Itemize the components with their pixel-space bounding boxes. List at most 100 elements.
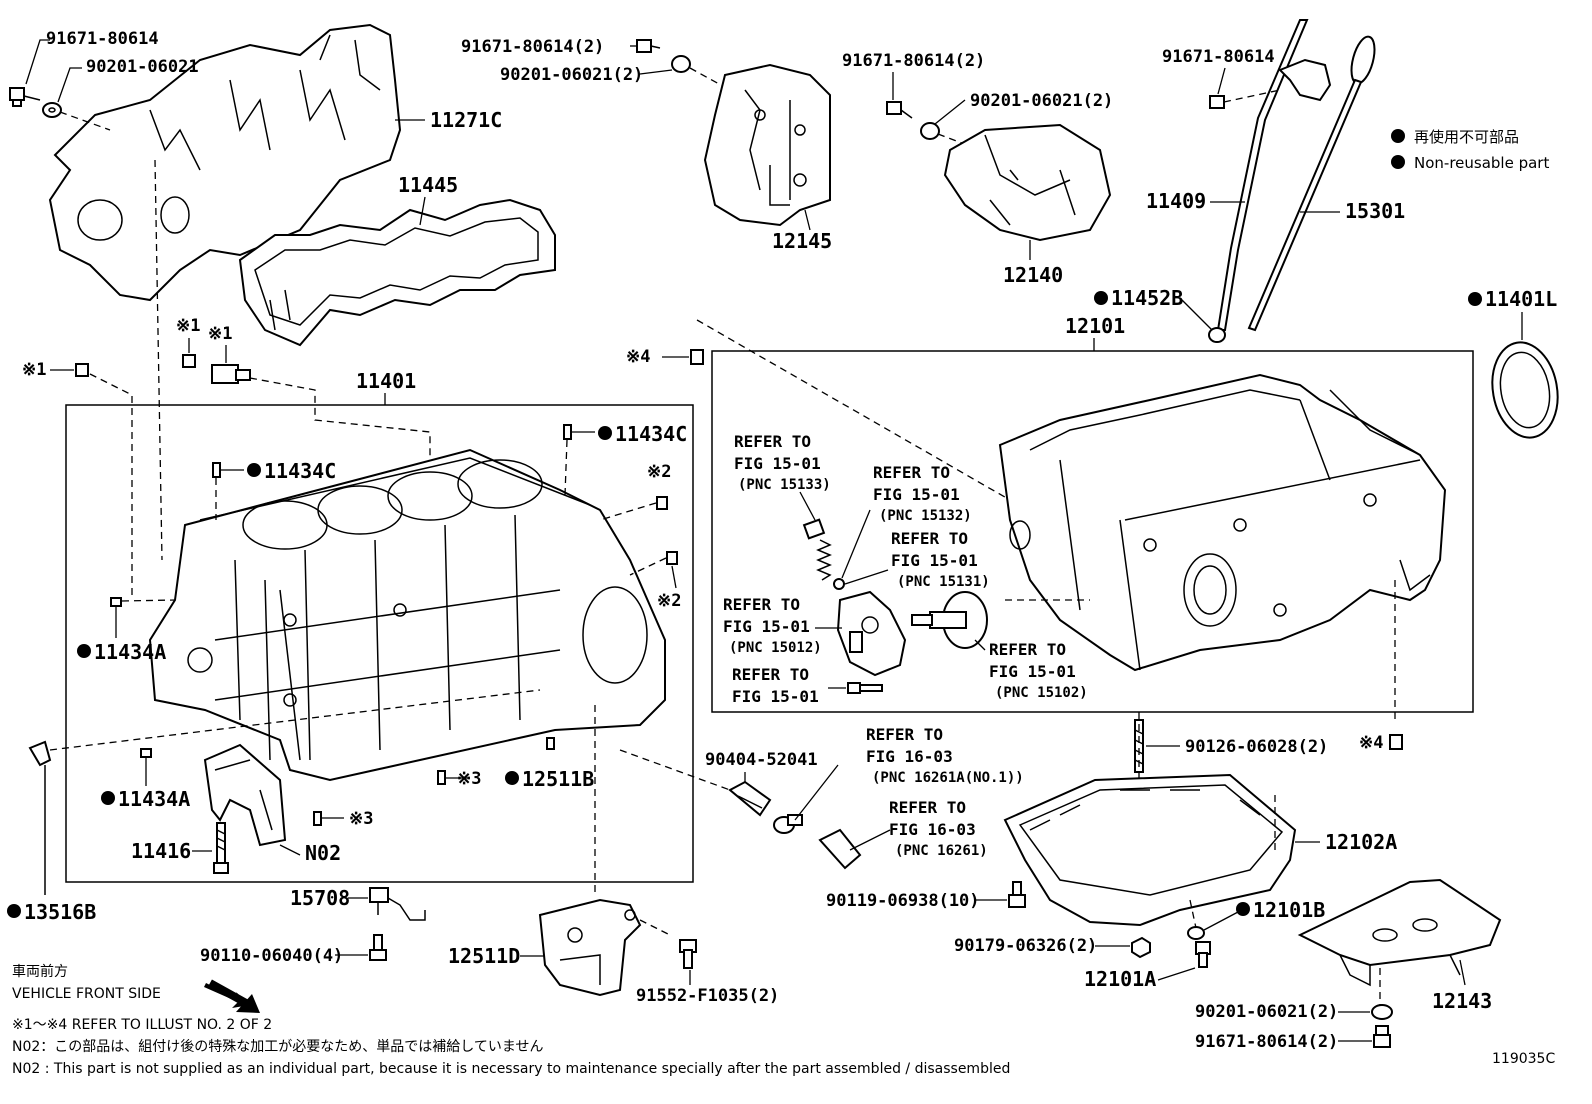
ref-15132: REFER TO FIG 15-01 (PNC 15132) bbox=[873, 463, 972, 524]
front-direction-arrow-icon bbox=[204, 979, 260, 1013]
non-reusable-dot-icon bbox=[505, 771, 519, 785]
svg-text:FIG 15-01: FIG 15-01 bbox=[734, 454, 821, 473]
mark4-a: ※4 bbox=[626, 347, 650, 367]
non-reusable-dot-icon bbox=[1468, 292, 1482, 306]
cylinder-block-11401 bbox=[148, 448, 666, 782]
washer-90201-06021-2-c bbox=[1371, 1004, 1393, 1020]
non-reusable-dot-icon bbox=[7, 904, 21, 918]
label-15301: 15301 bbox=[1345, 199, 1405, 223]
ref-16261A: REFER TO FIG 16-03 (PNC 16261A(NO.1)) bbox=[866, 725, 1024, 786]
cylinder-block-frame bbox=[65, 404, 694, 883]
svg-text:REFER TO: REFER TO bbox=[734, 432, 811, 451]
pin-mark3-b bbox=[313, 811, 322, 826]
svg-text:REFER TO: REFER TO bbox=[732, 665, 809, 684]
label-N02: N02 bbox=[305, 841, 341, 865]
bolt-mark1-c bbox=[50, 363, 89, 377]
label-11452B: 11452B bbox=[1111, 286, 1183, 310]
label-90201-06021: 90201-06021 bbox=[86, 57, 199, 77]
bolt-91671-80614-2-b bbox=[886, 101, 913, 119]
ref-15131: REFER TO FIG 15-01 (PNC 15131) bbox=[891, 529, 990, 590]
label-12101A: 12101A bbox=[1084, 967, 1156, 991]
label-91671-80614-2-a: 91671-80614(2) bbox=[461, 37, 604, 57]
legend-jp: 再使用不可部品 bbox=[1414, 128, 1519, 146]
svg-text:(PNC 16261): (PNC 16261) bbox=[895, 843, 988, 859]
label-11271C: 11271C bbox=[430, 108, 502, 132]
bolt-90110-06040 bbox=[369, 934, 387, 961]
figure-code: 119035C bbox=[1492, 1051, 1555, 1067]
ref-15-01: REFER TO FIG 15-01 bbox=[732, 665, 819, 706]
svg-text:FIG 15-01: FIG 15-01 bbox=[873, 485, 960, 504]
oil-seal-11401L bbox=[1491, 341, 1559, 439]
svg-text:(PNC 15012): (PNC 15012) bbox=[729, 640, 822, 656]
refer-illust-note: ※1～※4 REFER TO ILLUST NO. 2 OF 2 bbox=[12, 1017, 272, 1033]
bolt-11416 bbox=[213, 822, 229, 874]
non-reusable-dot-icon bbox=[77, 644, 91, 658]
non-reusable-dot-icon bbox=[1094, 291, 1108, 305]
label-12101B: 12101B bbox=[1253, 898, 1325, 922]
non-reusable-dot-icon bbox=[1391, 155, 1405, 169]
label-12511D: 12511D bbox=[448, 944, 520, 968]
oil-pan-frame bbox=[711, 350, 1474, 713]
mark3-a: ※3 bbox=[457, 769, 481, 789]
n02-note-en: N02 : This part is not supplied as an in… bbox=[12, 1061, 1010, 1077]
plug-11434A-a bbox=[110, 597, 122, 607]
relief-valve-plug bbox=[802, 518, 826, 540]
label-11401: 11401 bbox=[356, 369, 416, 393]
label-11401L: 11401L bbox=[1485, 287, 1557, 311]
svg-text:FIG 15-01: FIG 15-01 bbox=[732, 687, 819, 706]
oil-pump-rotor bbox=[911, 591, 988, 649]
label-13516B: 13516B bbox=[24, 900, 96, 924]
pin-mark2-a bbox=[656, 496, 668, 510]
svg-text:(PNC 15133): (PNC 15133) bbox=[738, 477, 831, 493]
washer-90201-06021-2-b bbox=[920, 122, 940, 140]
label-90179-06326: 90179-06326(2) bbox=[954, 936, 1097, 956]
label-12102A: 12102A bbox=[1325, 830, 1397, 854]
label-15708: 15708 bbox=[290, 886, 350, 910]
label-90201-06021-2-c: 90201-06021(2) bbox=[1195, 1002, 1338, 1022]
relief-spring bbox=[816, 539, 832, 581]
oil-pan-12101 bbox=[998, 373, 1447, 672]
nut-90179-06326 bbox=[1131, 936, 1151, 959]
plug-11434A-b bbox=[140, 748, 152, 758]
label-90201-06021-2-b: 90201-06021(2) bbox=[970, 91, 1113, 111]
oil-dipstick-15301 bbox=[1247, 35, 1376, 332]
bolt-91671-80614 bbox=[9, 87, 41, 107]
svg-text:REFER TO: REFER TO bbox=[866, 725, 943, 744]
non-reusable-dot-icon bbox=[598, 426, 612, 440]
label-91671-80614-2-b: 91671-80614(2) bbox=[842, 51, 985, 71]
pin-mark3-a bbox=[437, 770, 446, 785]
intake-manifold-11271C bbox=[48, 23, 402, 302]
mark1-a: ※1 bbox=[176, 316, 200, 336]
bolt-91671-80614-2-a bbox=[636, 39, 661, 53]
pin-mark2-b bbox=[666, 551, 678, 565]
small-bolt-15-01 bbox=[847, 682, 883, 694]
washer-90201-06021 bbox=[42, 102, 62, 118]
label-90404-52041: 90404-52041 bbox=[705, 750, 818, 770]
hose-pipe bbox=[818, 828, 862, 870]
legend-en: Non-reusable part bbox=[1414, 154, 1549, 172]
legend: 再使用不可部品 Non-reusable part bbox=[1391, 128, 1549, 172]
n02-note-jp: N02：この部品は、組付け後の特殊な加工が必要なため、単品では補給していません bbox=[12, 1039, 543, 1055]
non-reusable-dot-icon bbox=[247, 463, 261, 477]
mark1-b: ※1 bbox=[208, 324, 232, 344]
bolt-90119-06938 bbox=[1008, 881, 1026, 908]
hose-clamp bbox=[773, 814, 803, 834]
drain-plug-12101A bbox=[1195, 941, 1211, 968]
svg-text:FIG 16-03: FIG 16-03 bbox=[866, 747, 953, 766]
pin-12511B bbox=[546, 737, 555, 750]
pipe-13516B bbox=[28, 740, 52, 895]
mark2-b: ※2 bbox=[657, 591, 681, 611]
bracket-12511D bbox=[538, 898, 642, 997]
bracket-15708 bbox=[369, 887, 426, 921]
label-12143: 12143 bbox=[1432, 989, 1492, 1013]
mark2-a: ※2 bbox=[647, 462, 671, 482]
vehicle-front-en: VEHICLE FRONT SIDE bbox=[12, 986, 161, 1002]
engine-cover-12140 bbox=[943, 123, 1112, 242]
engine-mount-bracket-12145 bbox=[703, 63, 831, 227]
baffle-plate-12143 bbox=[1297, 878, 1502, 987]
svg-text:(PNC 15102): (PNC 15102) bbox=[995, 685, 1088, 701]
label-11409: 11409 bbox=[1146, 189, 1206, 213]
ref-16261: REFER TO FIG 16-03 (PNC 16261) bbox=[889, 798, 988, 859]
oil-pump-body bbox=[836, 590, 907, 677]
ref-15012: REFER TO FIG 15-01 (PNC 15012) bbox=[723, 595, 822, 656]
